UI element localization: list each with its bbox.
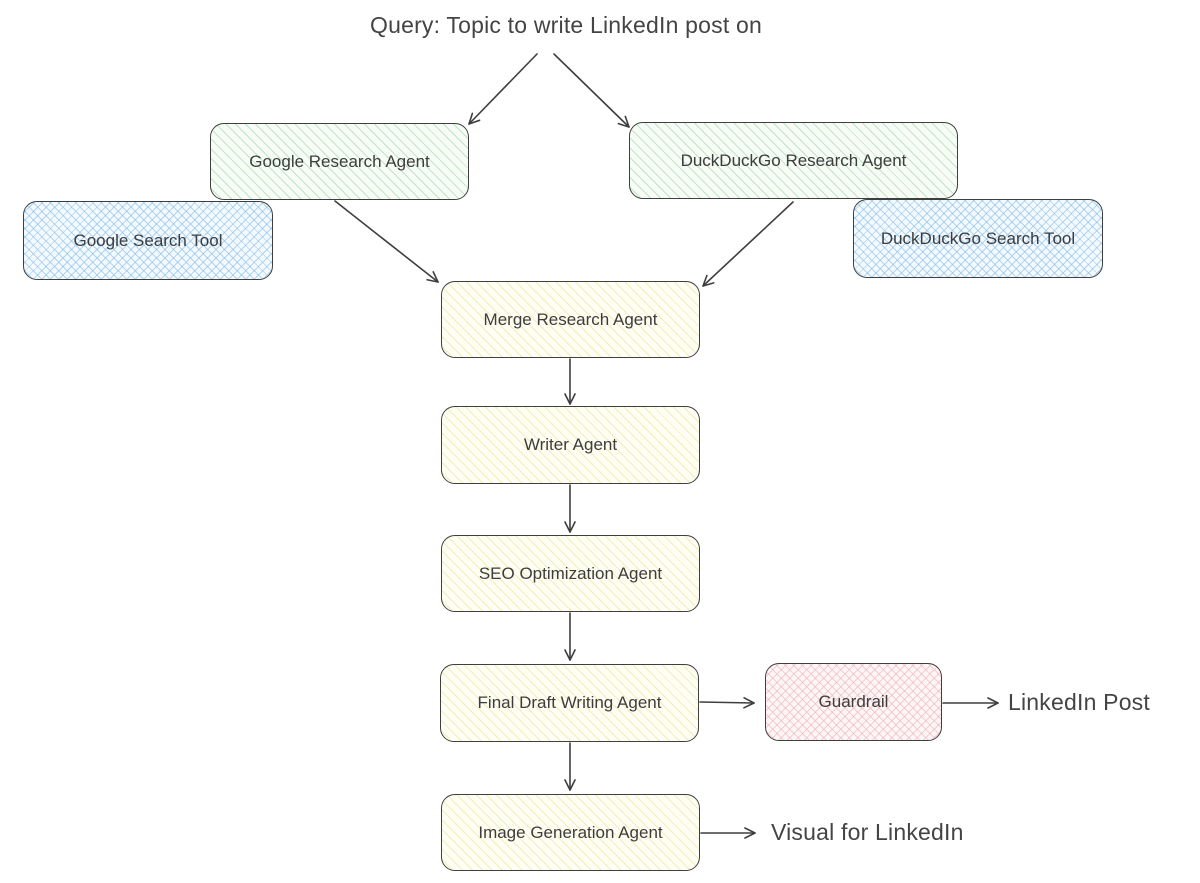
arrow-duck-research-to-merge <box>702 201 794 287</box>
image-generation-agent-node: Image Generation Agent <box>441 794 700 871</box>
merge-research-agent-node: Merge Research Agent <box>441 281 700 358</box>
duckduckgo-search-tool-node: DuckDuckGo Search Tool <box>853 199 1103 278</box>
arrow-query-to-duck-research <box>553 53 630 128</box>
arrow-final-draft-to-guardrail <box>699 697 755 709</box>
image-generation-agent-label: Image Generation Agent <box>478 822 663 842</box>
guardrail-node: Guardrail <box>765 663 942 741</box>
duckduckgo-search-tool-label: DuckDuckGo Search Tool <box>880 228 1076 248</box>
seo-optimization-agent-label: SEO Optimization Agent <box>478 563 663 583</box>
google-search-tool-label: Google Search Tool <box>73 230 223 250</box>
guardrail-label: Guardrail <box>818 692 889 711</box>
arrow-google-research-to-merge <box>334 200 439 283</box>
duckduckgo-research-agent-label: DuckDuckGo Research Agent <box>680 150 907 170</box>
final-draft-writing-agent-node: Final Draft Writing Agent <box>440 664 699 742</box>
duckduckgo-research-agent-node: DuckDuckGo Research Agent <box>629 122 958 199</box>
final-draft-writing-agent-label: Final Draft Writing Agent <box>477 693 662 712</box>
seo-optimization-agent-node: SEO Optimization Agent <box>441 535 700 612</box>
writer-agent-node: Writer Agent <box>441 406 700 484</box>
google-research-agent-node: Google Research Agent <box>210 123 469 200</box>
linkedin-post-output-label: LinkedIn Post <box>1008 689 1150 715</box>
visual-for-linkedin-output-label: Visual for LinkedIn <box>771 819 964 845</box>
google-search-tool-node: Google Search Tool <box>23 201 273 280</box>
google-research-agent-label: Google Research Agent <box>249 151 430 171</box>
arrow-query-to-google-research <box>468 53 538 125</box>
writer-agent-label: Writer Agent <box>523 435 618 454</box>
query-label: Query: Topic to write LinkedIn post on <box>370 12 762 38</box>
merge-research-agent-label: Merge Research Agent <box>483 309 658 329</box>
